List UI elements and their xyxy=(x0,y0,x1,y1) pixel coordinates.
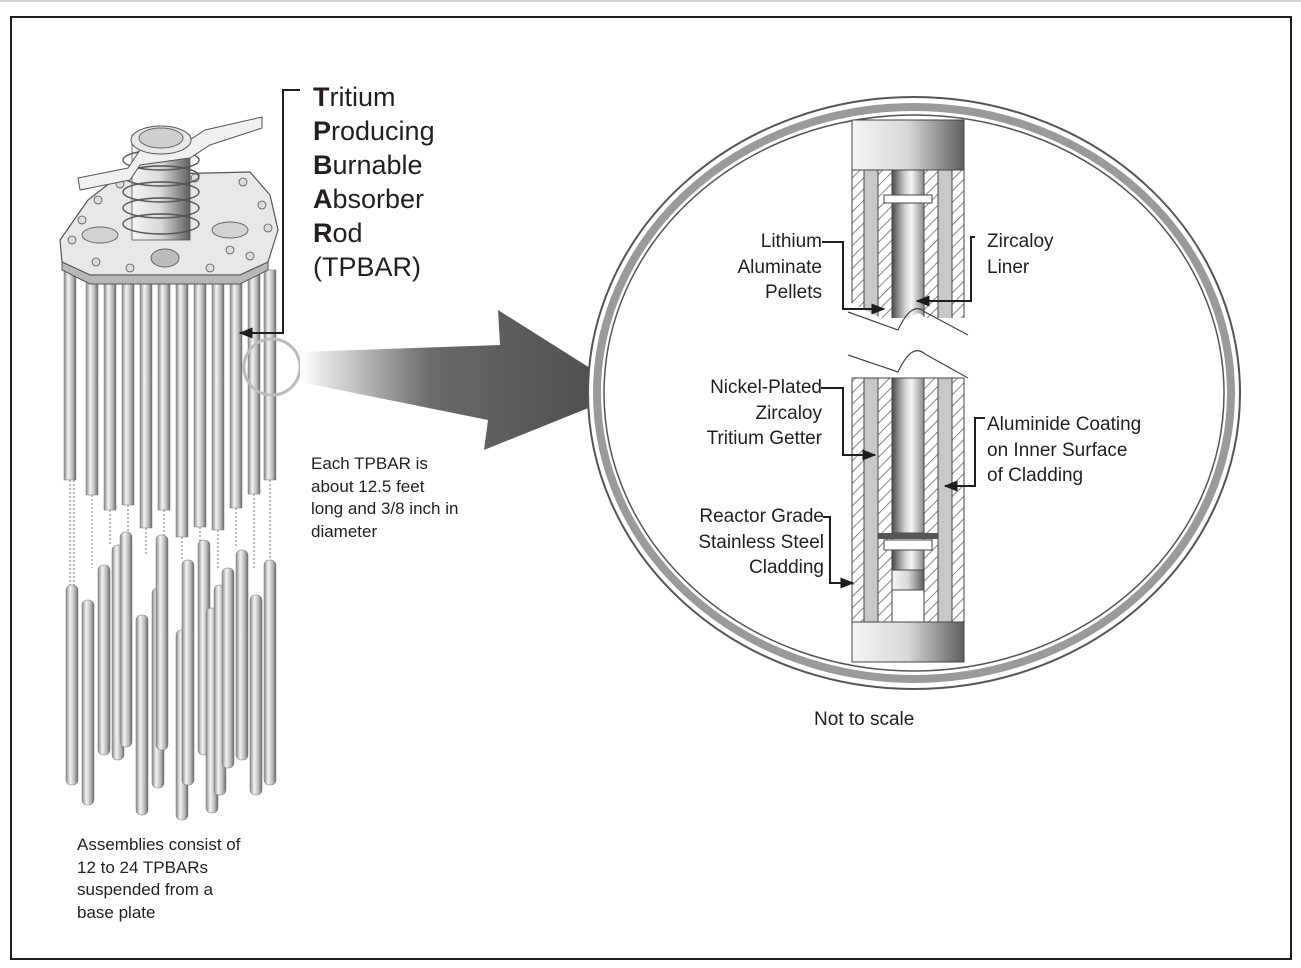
upper-rods xyxy=(63,259,277,538)
acronym-line: Tritium xyxy=(313,82,396,112)
acronym-line: Producing xyxy=(313,116,435,146)
callout-aluminide-coating: Aluminide Coating on Inner Surface of Cl… xyxy=(987,414,1142,486)
callout-lithium-aluminate-pellets: Lithium Aluminate Pellets xyxy=(737,231,823,303)
rod-cross-section xyxy=(840,119,980,663)
dashed-connectors xyxy=(69,480,271,585)
callout-nickel-plated-getter: Nickel-Plated Zircaloy Tritium Getter xyxy=(706,377,822,449)
callout-zircaloy-liner: Zircaloy Liner xyxy=(987,231,1054,278)
callout-stainless-steel-cladding: Reactor Grade Stainless Steel Cladding xyxy=(698,506,824,578)
tpbar-acronym: Tritium Producing Burnable Absorber Rod … xyxy=(313,80,435,284)
figure-frame xyxy=(10,16,1292,960)
scale-caption: Not to scale xyxy=(814,709,915,730)
acronym-line: Rod xyxy=(313,218,363,248)
tpbar-size-note: Each TPBAR is about 12.5 feet long and 3… xyxy=(311,454,459,541)
spring-assembly xyxy=(77,116,263,241)
acronym-line: (TPBAR) xyxy=(313,252,421,282)
tpbar-bracket xyxy=(238,89,300,339)
top-divider xyxy=(0,0,1301,2)
callout-leaders xyxy=(821,236,985,589)
assemblies-note: Assemblies consist of 12 to 24 TPBARs su… xyxy=(77,835,241,922)
zoom-arrow xyxy=(300,310,628,450)
acronym-line: Burnable xyxy=(313,150,423,180)
acronym-line: Absorber xyxy=(313,184,425,214)
lower-rods xyxy=(65,531,277,821)
